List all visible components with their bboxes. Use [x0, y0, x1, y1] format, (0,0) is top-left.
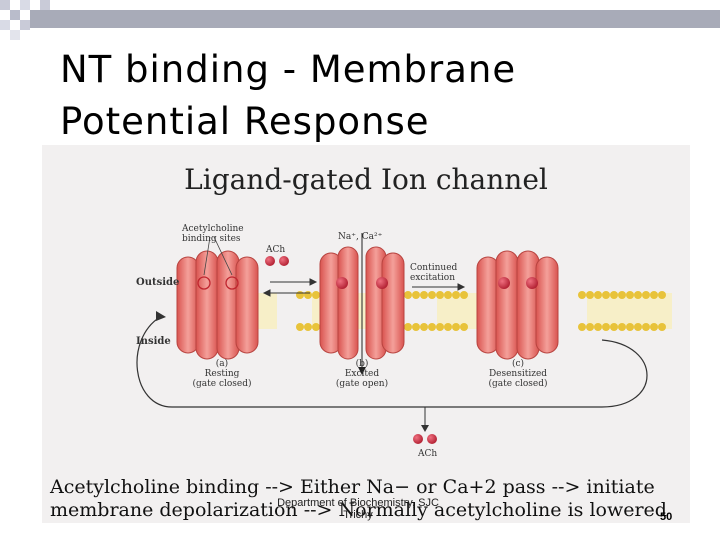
ions-label: Na⁺, Ca²⁺	[338, 232, 383, 242]
channel-excited	[319, 233, 405, 375]
channel-resting	[176, 250, 259, 360]
recovery-loop-arrow	[136, 316, 648, 408]
footer-text: Department of Biochemistry, SJC Trichy	[268, 497, 448, 521]
binding-site-pointer	[203, 236, 211, 276]
state-detail: (gate open)	[335, 379, 389, 389]
ach-label-top: ACh	[266, 245, 286, 255]
slide-title: NT binding - Membrane Potential Response	[60, 48, 517, 143]
state-name: Desensitized	[488, 369, 548, 379]
outside-label: Outside	[136, 277, 180, 288]
ach-molecule	[279, 256, 289, 266]
binding-site-pointer	[213, 236, 233, 276]
ion-channel-diagram	[136, 233, 672, 444]
ion-channel-figure: Ligand-gated Ion channel	[42, 145, 690, 523]
ach-molecule	[413, 434, 423, 444]
state-label-resting: (a) Resting (gate closed)	[182, 359, 262, 389]
ach-molecule	[265, 256, 275, 266]
page-number: 50	[660, 511, 673, 523]
ach-molecule	[427, 434, 437, 444]
continued-excitation-label: Continued excitation	[410, 263, 458, 283]
figure-title: Ligand-gated Ion channel	[184, 163, 548, 196]
state-letter: (c)	[511, 359, 525, 369]
channel-desensitized	[476, 250, 559, 360]
state-name: Resting	[204, 369, 240, 379]
state-letter: (a)	[215, 359, 229, 369]
footer-line-2: Trichy	[343, 509, 373, 521]
caption-line-2: membrane depolarization --> Normally ace…	[50, 499, 667, 521]
state-label-desensitized: (c) Desensitized (gate closed)	[478, 359, 558, 389]
transition-arrows	[262, 278, 466, 297]
state-detail: (gate closed)	[192, 379, 252, 389]
recovery-loop-arrowhead	[156, 311, 166, 321]
binding-sites-label: Acetylcholine binding sites	[182, 224, 244, 244]
caption-line-1: Acetylcholine binding --> Either Na− or …	[50, 476, 655, 498]
inside-label: Inside	[136, 336, 171, 347]
decorative-top-bar	[30, 10, 720, 28]
state-label-excited: (b) Excited (gate open)	[322, 359, 402, 389]
ach-label-bottom: ACh	[418, 449, 438, 459]
state-letter: (b)	[355, 359, 369, 369]
footer-line-1: Department of Biochemistry, SJC	[277, 497, 439, 509]
state-name: Excited	[344, 369, 380, 379]
state-detail: (gate closed)	[488, 379, 548, 389]
